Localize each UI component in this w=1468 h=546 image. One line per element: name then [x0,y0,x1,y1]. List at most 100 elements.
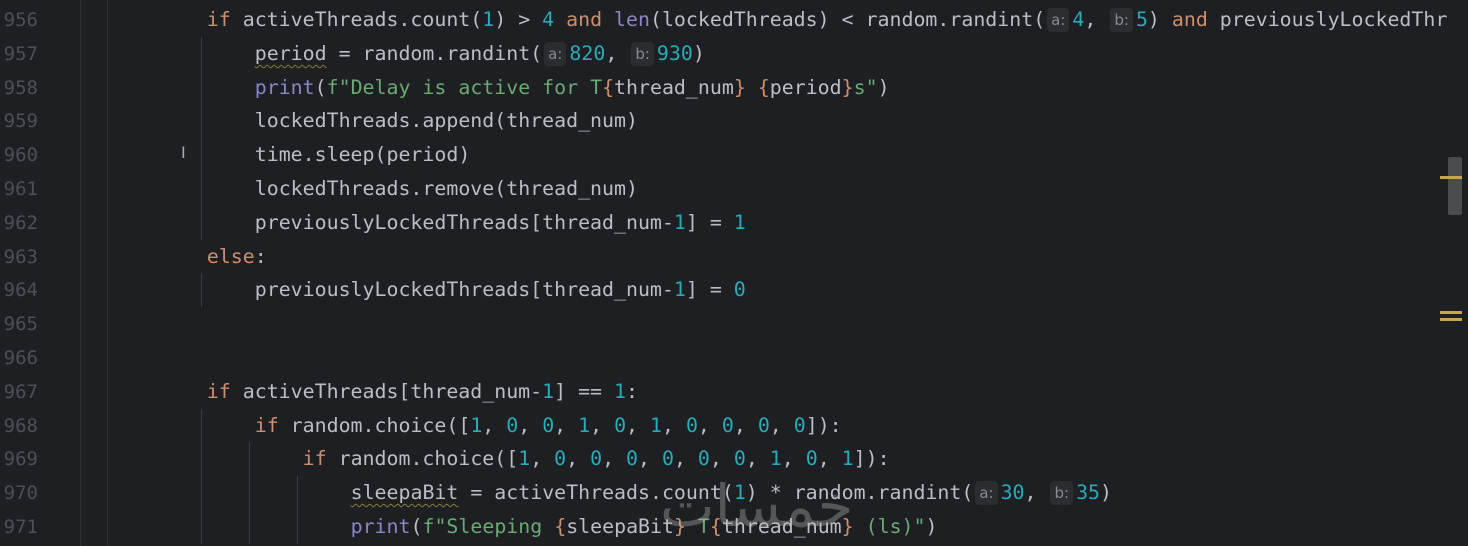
parameter-hint: b: [1050,481,1074,506]
line-number[interactable]: 963 [3,245,38,268]
code-token: ) [1147,8,1172,31]
text-cursor-icon: I [181,143,186,162]
code-token: ) [877,75,890,99]
line-number[interactable]: 969 [3,448,38,471]
code-token: 1 [673,278,686,302]
code-token: { [757,75,770,99]
indent-guide [200,273,202,308]
code-token: { [602,75,615,99]
code-token: 4 [1072,8,1085,31]
code-token: 0 [506,413,519,437]
code-text[interactable]: if random.choice([1, 0, 0, 0, 0, 0, 0, 1… [303,442,890,476]
warning-marker[interactable] [1440,176,1462,179]
line-number[interactable]: 962 [3,211,38,234]
line-number[interactable]: 957 [3,42,38,65]
code-text[interactable]: print(f"Delay is active for T{thread_num… [255,71,890,105]
code-token: activeThreads[thread_num- [230,379,543,403]
line-number[interactable]: 958 [3,76,38,99]
code-token: , [697,413,722,437]
code-line[interactable]: 970 sleepaBit = activeThreads.count(1) * … [0,476,1440,511]
parameter-hint: b: [1110,8,1133,32]
code-token: if [302,447,327,471]
line-number[interactable]: 967 [3,380,38,403]
line-number[interactable]: 960 [3,144,38,167]
vertical-scrollbar-thumb[interactable] [1448,157,1462,215]
code-text[interactable]: previouslyLockedThreads[thread_num-1] = … [255,206,746,240]
line-number[interactable]: 956 [3,9,38,31]
code-line[interactable]: 965 [0,307,1440,341]
code-token: if [206,8,231,31]
line-number[interactable]: 959 [3,110,38,133]
line-number[interactable]: 966 [3,347,38,369]
code-text[interactable]: previouslyLockedThreads[thread_num-1] = … [255,273,746,307]
code-token: , [781,447,806,471]
indent-guide [200,408,202,443]
warning-marker[interactable] [1440,311,1462,314]
code-token: 1 [614,379,626,403]
code-line[interactable]: 971 print(f"Sleeping {sleepaBit} T{thread… [0,510,1440,544]
code-token: thread_num [614,75,734,99]
code-line[interactable]: 958 print(f"Delay is active for T{thread_… [0,70,1440,105]
indent-guide [200,36,202,71]
code-token: s" [853,75,878,99]
code-line[interactable]: 968 if random.choice([1, 0, 0, 1, 0, 1, 0… [0,408,1440,443]
line-number[interactable]: 970 [3,482,38,505]
code-token: } [841,75,854,99]
gutter-divider [107,0,108,546]
code-line[interactable]: 961 lockedThreads.remove(thread_num) [0,172,1440,206]
code-token: if [206,379,231,403]
code-token: 1 [841,447,854,471]
line-number[interactable]: 965 [3,313,38,336]
gutter-divider [80,0,81,546]
code-token: activeThreads.count( [230,8,483,31]
code-line[interactable]: 963 else: [0,240,1440,274]
code-token: time.sleep(period) [254,143,471,167]
line-number[interactable]: 971 [3,516,38,538]
indent-guide [248,442,250,477]
code-token: (ls)" [853,515,926,538]
code-token: 0 [661,447,674,471]
code-token: 0 [685,413,698,437]
code-line[interactable]: 966 [0,341,1440,375]
code-text[interactable]: print(f"Sleeping {sleepaBit} T{thread_nu… [351,510,938,544]
code-text[interactable]: time.sleep(period) [255,138,471,172]
code-token: , [554,413,579,437]
line-number[interactable]: 961 [3,178,38,200]
code-token: 1 [673,210,686,234]
code-text[interactable]: lockedThreads.remove(thread_num) [255,172,638,206]
code-text[interactable]: else: [207,240,267,274]
code-text[interactable]: sleepaBit = activeThreads.count(1) * ran… [351,476,1112,510]
code-text[interactable]: if activeThreads.count(1) > 4 and len(lo… [206,3,1447,37]
code-token: ( [410,515,423,538]
code-token: 5 [1135,8,1148,31]
code-line[interactable]: 956 if activeThreads.count(1) > 4 and len… [0,3,1447,37]
code-token: , [530,447,555,471]
indent-guide [200,205,202,240]
code-token: , [1084,8,1109,31]
warning-marker[interactable] [1440,318,1462,321]
code-token: random.choice([ [278,413,471,437]
code-line[interactable]: 964 previouslyLockedThreads[thread_num-1]… [0,273,1440,308]
code-text[interactable]: if activeThreads[thread_num-1] == 1: [207,375,638,409]
code-token: else [206,244,255,268]
code-token: , [1024,481,1049,505]
code-line[interactable]: 959 lockedThreads.append(thread_num) [0,104,1440,139]
code-token: and [566,8,603,31]
code-token: if [254,413,279,437]
code-token: print [254,75,315,99]
code-line[interactable]: 962 previouslyLockedThreads[thread_num-1]… [0,205,1440,240]
code-line[interactable]: 957 period = random.randint(a:820, b:930) [0,36,1440,71]
code-line[interactable]: 960 time.sleep(period) [0,138,1440,173]
line-number[interactable]: 964 [3,279,38,302]
code-token: ] == [554,379,615,403]
line-number[interactable]: 968 [3,414,38,437]
code-text[interactable]: period = random.randint(a:820, b:930) [255,37,705,71]
code-text[interactable]: lockedThreads.append(thread_num) [255,104,638,138]
code-token: random.choice([ [326,447,519,471]
code-text[interactable]: if random.choice([1, 0, 0, 1, 0, 1, 0, 0… [255,409,842,443]
code-token: 930 [656,41,693,65]
indent-guide [200,172,202,206]
